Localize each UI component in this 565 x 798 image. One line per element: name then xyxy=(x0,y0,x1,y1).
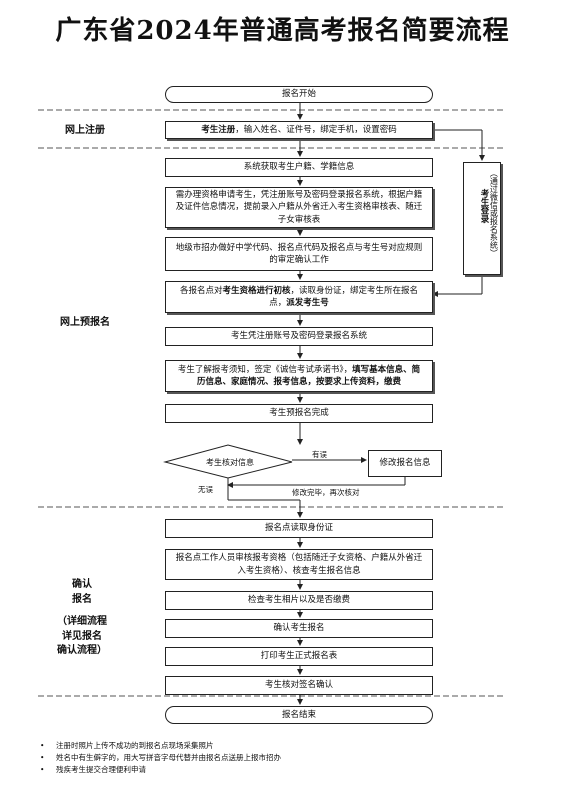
section-online-register: 网上注册 xyxy=(65,125,105,136)
page-title: 广东省2024年普通高考报名简要流程 xyxy=(55,16,510,46)
step-print: 打印考生正式报名表 xyxy=(165,647,433,666)
note-item: 姓名中有生僻字的，用大写拼音字母代替并由报名点送册上报市招办 xyxy=(40,752,281,764)
step-confirm: 确认考生报名 xyxy=(165,619,433,638)
flow-arrows xyxy=(227,103,485,705)
section-online-apply: 网上预报名 xyxy=(60,317,110,328)
step-get-info: 系统获取考生户籍、学籍信息 xyxy=(165,158,433,177)
side-login-box: 考生登录 （通过微信或报名系统） xyxy=(463,162,501,275)
side-login-note: （通过微信或报名系统） xyxy=(489,169,499,257)
note-item: 残疾考生提交合理便利申请 xyxy=(40,764,281,776)
label-verify-again: 修改完毕，再次核对 xyxy=(292,488,360,497)
start-node: 报名开始 xyxy=(165,86,433,103)
step-read-id: 报名点读取身份证 xyxy=(165,519,433,538)
step-apply-qualification: 需办理资格申请考生，凭注册账号及密码登录报名系统，根据户籍及证件信息情况，提前录… xyxy=(165,187,433,228)
section-dividers xyxy=(38,109,505,697)
decision-diamond xyxy=(163,444,293,479)
step-check-photo: 检查考生相片以及是否缴费 xyxy=(165,591,433,610)
note-item: 注册时照片上传不成功的到报名点现场采集照片 xyxy=(40,740,281,752)
label-error: 有误 xyxy=(312,450,327,459)
step-register: 考生注册，输入姓名、证件号，绑定手机，设置密码 xyxy=(165,121,433,139)
step-sign: 考生核对签名确认 xyxy=(165,676,433,695)
end-node: 报名结束 xyxy=(165,706,433,724)
step-site-check: 各报名点对考生资格进行初核，读取身份证，绑定考生所在报名点，派发考生号 xyxy=(165,281,433,313)
step-city-code: 地级市招办做好中学代码、报名点代码及报名点与考生号对应规则的审定确认工作 xyxy=(165,237,433,271)
label-no-error: 无误 xyxy=(198,485,213,494)
step-modify: 修改报名信息 xyxy=(368,450,442,477)
step-done: 考生预报名完成 xyxy=(165,404,433,423)
step-login: 考生凭注册账号及密码登录报名系统 xyxy=(165,327,433,346)
step-fill-info: 考生了解报考须知，签定《诚信考试承诺书》，填写基本信息、简历信息、家庭情况、报考… xyxy=(165,360,433,392)
notes-list: 注册时照片上传不成功的到报名点现场采集照片 姓名中有生僻字的，用大写拼音字母代替… xyxy=(40,740,281,776)
side-login-bold: 考生登录 xyxy=(479,189,490,223)
section-confirm: 确认 报名 （详细流程 详见报名 确认流程） xyxy=(57,579,107,656)
decision-label: 考生核对信息 xyxy=(206,458,254,467)
step-review: 报名点工作人员审核报考资格（包括随迁子女资格、户籍从外省迁入考生资格）、核查考生… xyxy=(165,549,433,580)
